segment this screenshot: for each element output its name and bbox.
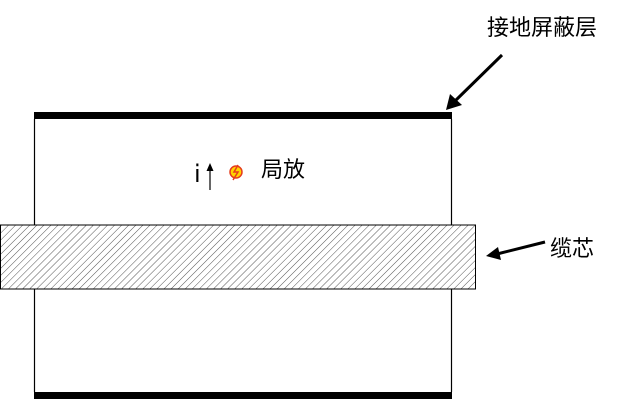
cable-core-hatch xyxy=(1,225,475,289)
shield-label: 接地屏蔽层 xyxy=(487,16,598,41)
core-label: 缆芯 xyxy=(550,237,595,262)
current-label: i xyxy=(194,160,201,188)
shield-bottom-bar xyxy=(34,392,452,399)
shield-top-bar xyxy=(34,112,452,119)
core-pointer-arrow xyxy=(486,240,546,260)
arrow-up-icon xyxy=(206,163,214,190)
partial-discharge-label: 局放 xyxy=(261,158,306,183)
shield-pointer-arrow xyxy=(446,53,504,110)
partial-discharge-spark-icon xyxy=(229,164,243,181)
